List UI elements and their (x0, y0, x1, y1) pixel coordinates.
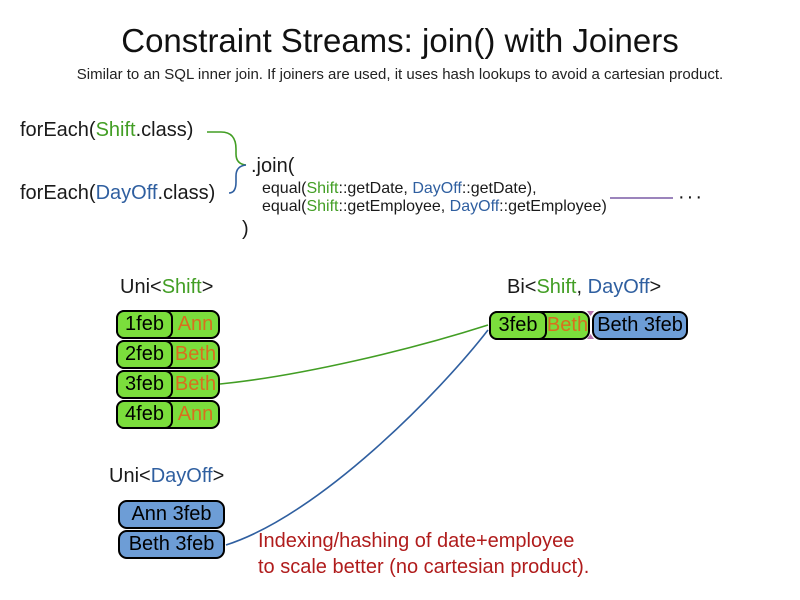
code-text: forEach( (20, 182, 96, 204)
uni-dayoff-label: Uni<DayOff> (109, 465, 224, 488)
shift-employee-cell: Beth (174, 343, 217, 365)
label-text: Uni< (120, 276, 162, 298)
shift-class-token: Shift (161, 276, 202, 298)
code-text: forEach( (20, 119, 96, 141)
label-text: > (649, 276, 662, 298)
bi-date-cell: 3feb (489, 311, 547, 340)
code-text: .class) (135, 119, 194, 141)
label-text: > (212, 465, 225, 487)
shift-row-4feb: 4feb Ann (116, 400, 220, 429)
shift-row-3feb: 3feb Beth (116, 370, 220, 399)
uni-shift-label: Uni<Shift> (120, 276, 213, 299)
shift-to-bi-connector (219, 324, 489, 385)
code-foreach-shift: forEach(Shift.class) (20, 119, 193, 142)
shift-date-cell: 2feb (116, 340, 173, 369)
label-text: > (201, 276, 214, 298)
code-join-close: ) (242, 218, 249, 240)
shift-row-1feb: 1feb Ann (116, 310, 220, 339)
shift-date-cell: 4feb (116, 400, 173, 429)
dayoff-row-ann: Ann 3feb (118, 500, 225, 529)
label-text: Uni< (109, 465, 151, 487)
shift-employee-cell: Ann (177, 403, 214, 425)
page-title: Constraint Streams: join() with Joiners (121, 22, 679, 59)
label-text: , (576, 276, 588, 298)
shift-date-cell: 1feb (116, 310, 173, 339)
bi-employee-cell: Beth (546, 314, 589, 336)
code-join-open: .join( (251, 155, 295, 177)
code-text: equal( (262, 180, 307, 197)
dayoff-row-beth: Beth 3feb (118, 530, 225, 559)
shift-class-token: Shift (536, 276, 577, 298)
dayoff-class-token: DayOff (449, 198, 500, 215)
shift-employee-cell: Ann (177, 313, 214, 335)
code-text: equal( (262, 198, 307, 215)
shift-class-token: Shift (95, 119, 136, 141)
code-foreach-dayoff: forEach(DayOff.class) (20, 182, 215, 205)
code-joiner-2: equal(Shift::getEmployee, DayOff::getEmp… (262, 198, 607, 216)
dayoff-class-token: DayOff (412, 180, 462, 197)
code-text: ::getDate, (338, 180, 413, 197)
shift-row-2feb: 2feb Beth (116, 340, 220, 369)
dayoff-to-bi-connector (225, 329, 489, 546)
label-text: Bi< (507, 276, 537, 298)
shift-class-token: Shift (306, 198, 339, 215)
shift-employee-cell: Beth (174, 373, 217, 395)
subtitle: Similar to an SQL inner join. If joiners… (76, 66, 724, 83)
code-text: ::getEmployee, (338, 198, 450, 215)
shift-date-cell: 3feb (116, 370, 173, 399)
dayoff-class-token: DayOff (150, 465, 213, 487)
brace-blue-segment (228, 164, 247, 194)
bi-row-shift-part: 3feb Beth (489, 311, 590, 340)
dayoff-class-token: DayOff (587, 276, 650, 298)
shift-class-token: Shift (306, 180, 339, 197)
code-text: ::getDate), (461, 180, 537, 197)
brace-green-segment (207, 131, 247, 166)
code-text: ::getEmployee) (499, 198, 607, 215)
dayoff-class-token: DayOff (95, 182, 158, 204)
bi-label: Bi<Shift, DayOff> (507, 276, 661, 299)
code-joiner-1: equal(Shift::getDate, DayOff::getDate), (262, 180, 537, 198)
indexing-note-line-1: Indexing/hashing of date+employee (258, 530, 575, 552)
bi-row-dayoff-part: Beth 3feb (592, 311, 688, 340)
code-text: .class) (157, 182, 216, 204)
indexing-note-line-2: to scale better (no cartesian product). (258, 556, 590, 578)
more-joiners-ellipsis: ··· (678, 186, 704, 208)
